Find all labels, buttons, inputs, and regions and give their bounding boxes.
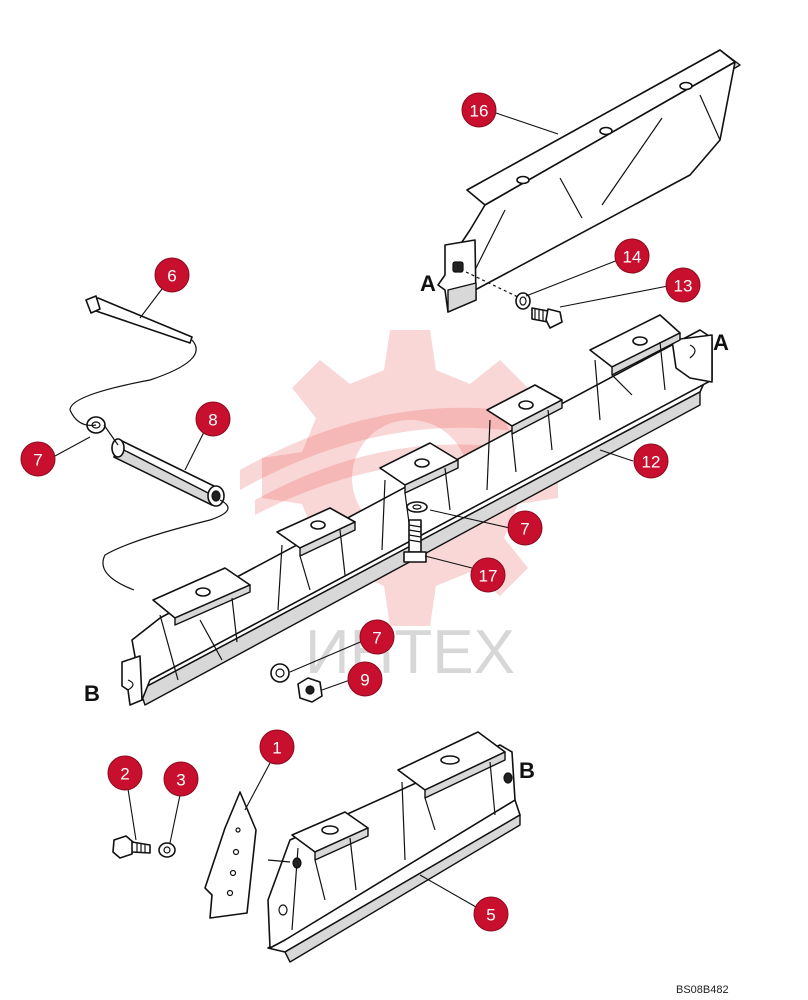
washer-14 [515,292,531,310]
washer-3 [158,842,176,858]
callout-16-label: 16 [470,102,489,121]
nut-9 [297,677,323,703]
bushing-8 [111,438,225,507]
callout-9-label: 9 [360,671,369,690]
part-16-rail [437,49,741,313]
callout-7-center-label: 7 [520,520,529,539]
callout-13[interactable]: 13 [665,267,701,303]
pin-6 [85,295,193,344]
section-letter-b-right: B [519,758,535,783]
washer-7-center [406,501,428,513]
washer-7-lower [270,663,290,683]
section-letter-a-upper: A [420,271,436,296]
leader-lines [54,111,669,908]
callout-9[interactable]: 9 [347,661,383,697]
callout-14[interactable]: 14 [614,238,650,274]
drawing-code: BS08B482 [676,984,729,996]
callout-1[interactable]: 1 [259,729,295,765]
bolt-17 [403,519,427,563]
watermark-text: ИНТЕХ [305,618,515,687]
callout-7-lower[interactable]: 7 [359,619,395,655]
callout-3-label: 3 [176,771,185,790]
callout-14-label: 14 [623,248,642,267]
callout-13-label: 13 [674,277,693,296]
section-letter-a-right: A [713,330,729,355]
callout-7-left-label: 7 [33,451,42,470]
callout-2[interactable]: 2 [107,755,143,791]
callout-7-lower-label: 7 [372,629,381,648]
callout-17[interactable]: 17 [470,557,506,593]
bolt-2 [112,835,151,859]
callout-8[interactable]: 8 [195,401,231,437]
callout-5[interactable]: 5 [473,896,509,932]
callout-12[interactable]: 12 [633,443,669,479]
callout-1-label: 1 [272,739,281,758]
callout-6-label: 6 [167,267,176,286]
callout-7-center[interactable]: 7 [507,510,543,546]
callout-2-label: 2 [120,765,129,784]
plate-1 [204,791,257,919]
callout-6[interactable]: 6 [154,257,190,293]
bolt-13 [531,307,563,329]
callout-7-left[interactable]: 7 [20,441,56,477]
callout-3[interactable]: 3 [163,761,199,797]
callout-8-label: 8 [208,411,217,430]
callout-5-label: 5 [486,906,495,925]
callout-12-label: 12 [642,453,661,472]
callout-17-label: 17 [479,567,498,586]
section-letter-b-left: B [84,681,100,706]
callout-16[interactable]: 16 [461,92,497,128]
part-5-rail [267,731,521,963]
